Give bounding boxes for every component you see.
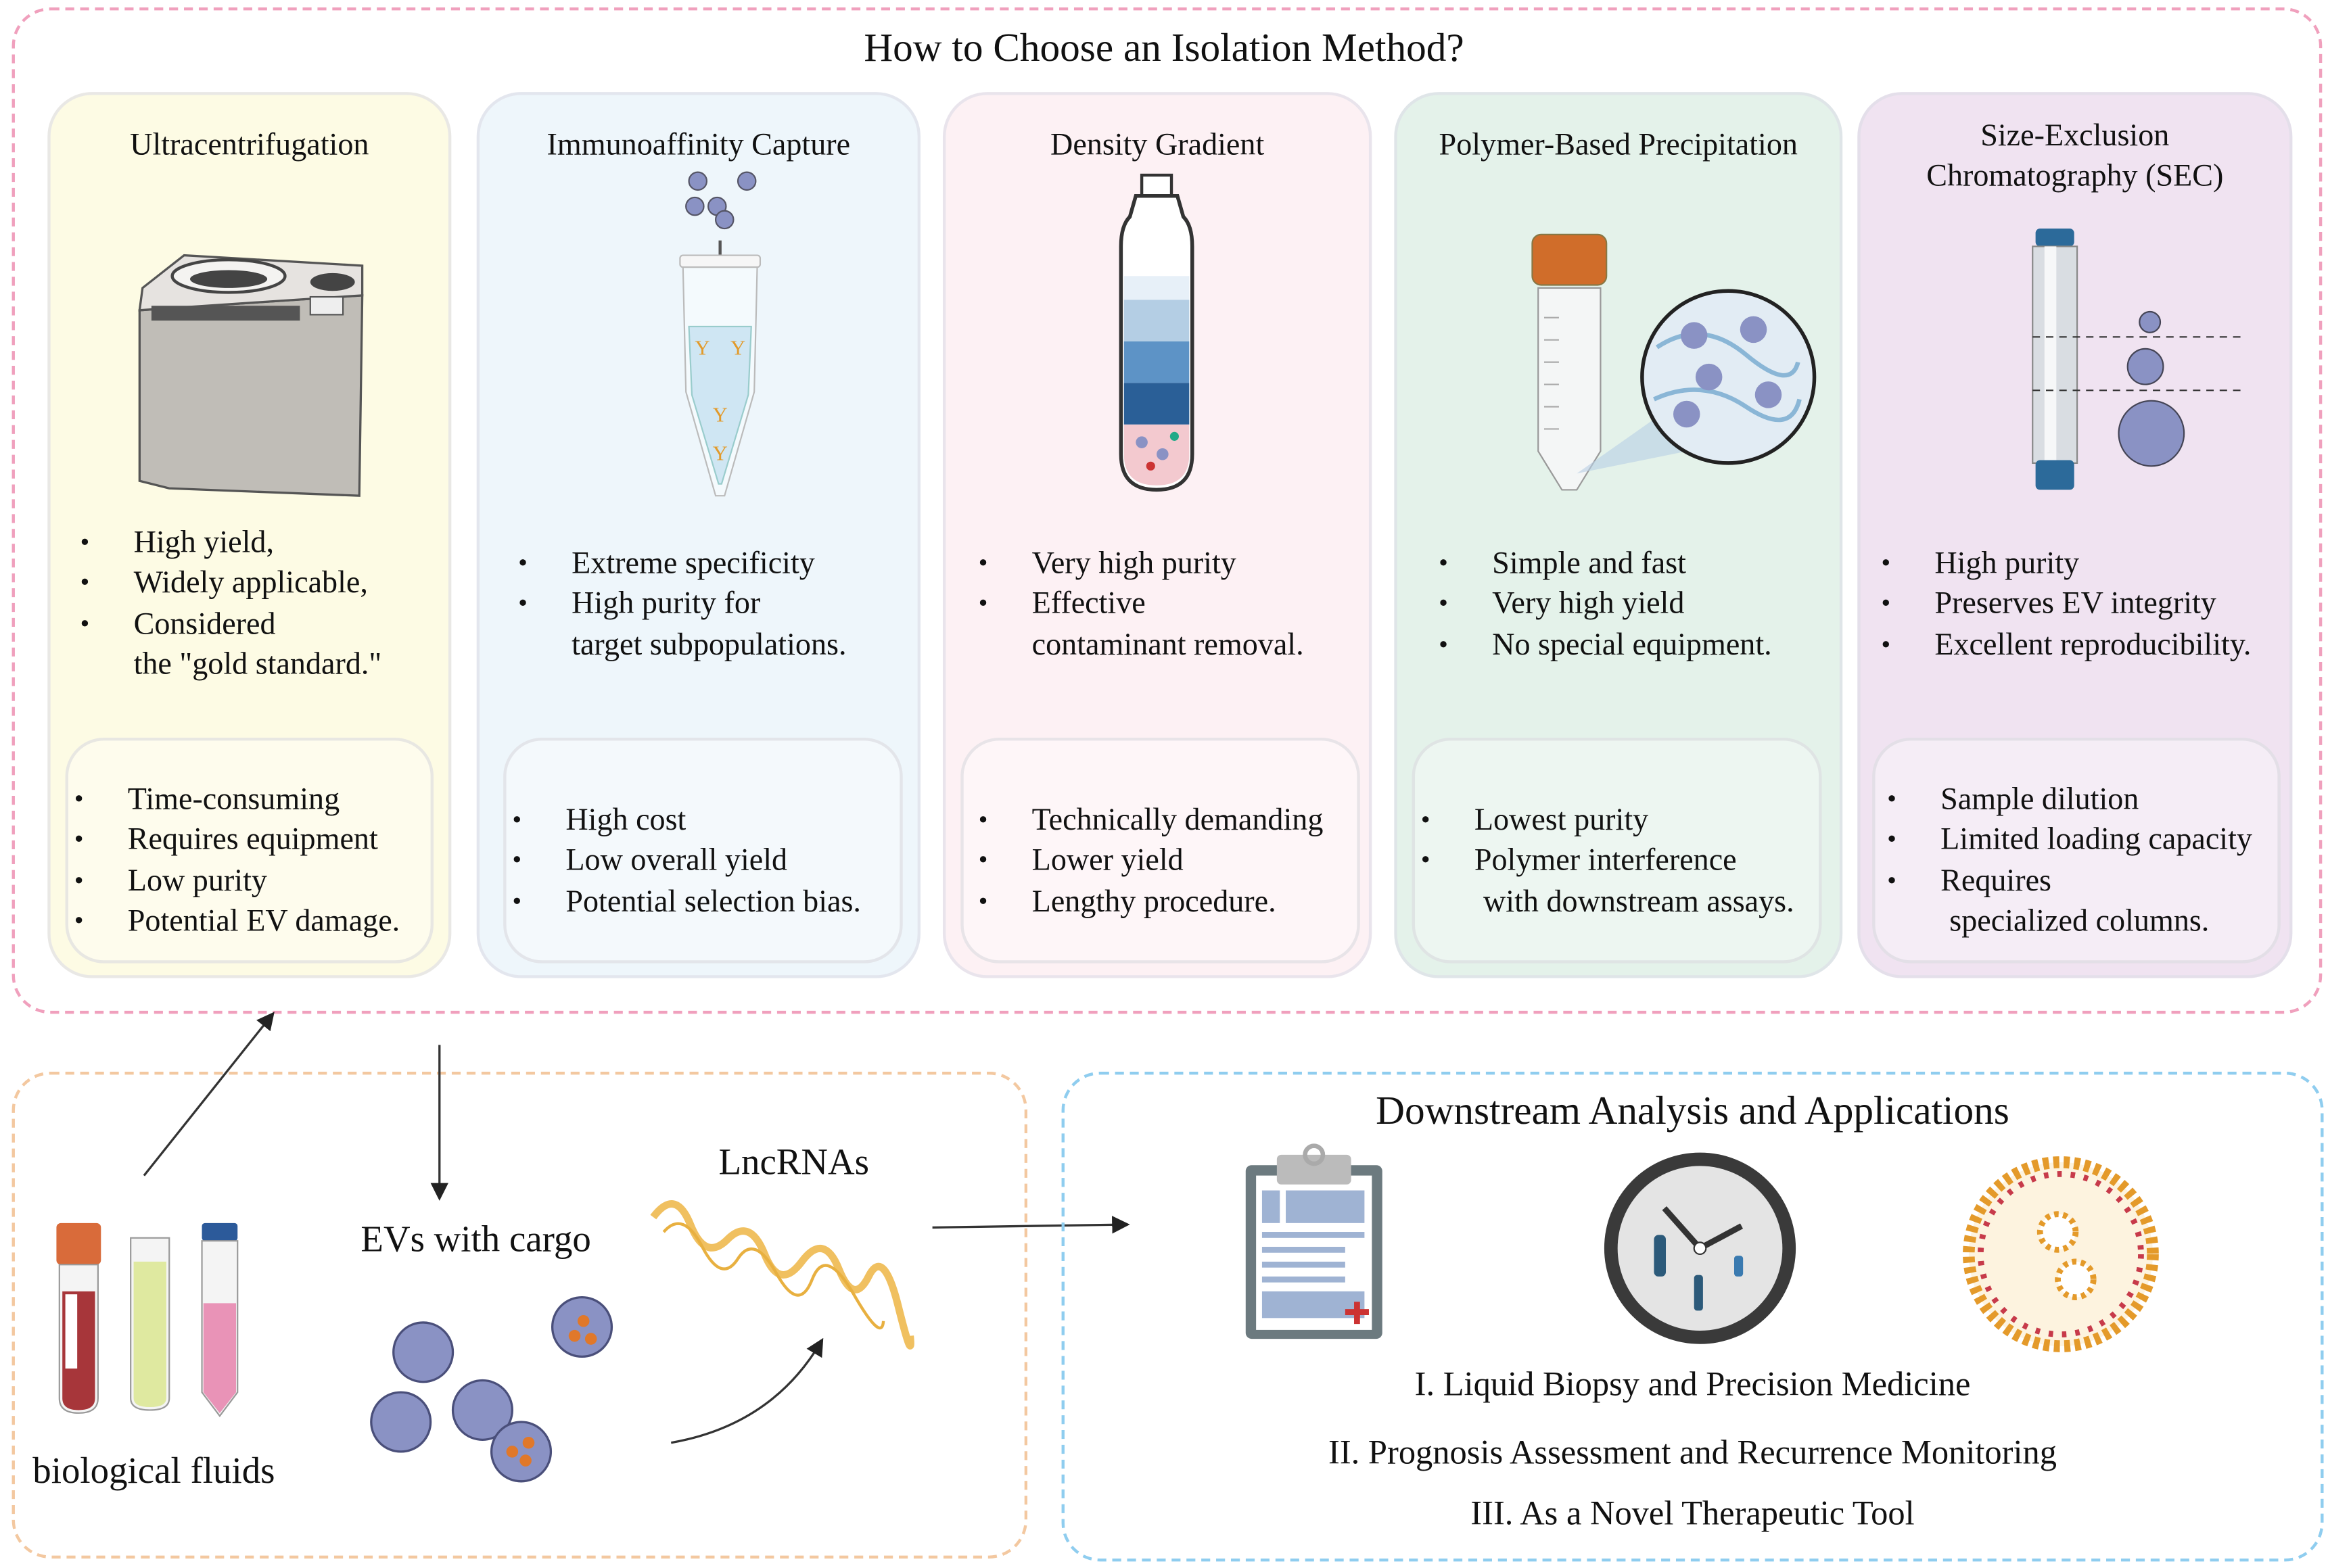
pros-list: Simple and fast Very high yield No speci… — [1439, 543, 1772, 665]
precipitation-tube-icon — [1531, 233, 1817, 491]
pro-item-continued: target subpopulations. — [518, 624, 846, 665]
downstream-title: Downstream Analysis and Applications — [1376, 1088, 2009, 1133]
lipid-nanoparticle-icon — [1963, 1156, 2159, 1352]
pro-item-text: target subpopulations. — [572, 625, 847, 662]
evs-label: EVs with cargo — [360, 1220, 591, 1260]
pro-item: Extreme specificity — [518, 543, 846, 584]
con-item: Limited loading capacity — [1887, 819, 2252, 861]
arrow-to-downstream — [932, 1216, 1130, 1234]
con-item-text: with downstream assays. — [1483, 882, 1794, 918]
arrow-to-isolation — [143, 1012, 275, 1177]
pro-item: High purity for — [518, 584, 846, 625]
svg-text:Y: Y — [695, 337, 709, 360]
cons-box: Technically demanding Lower yield Length… — [960, 738, 1360, 964]
pros-list: Extreme specificity High purity for targ… — [518, 543, 846, 665]
pro-item: the "gold standard." — [80, 644, 382, 684]
isolation-methods-panel — [11, 7, 2323, 1014]
cons-box: Time-consuming Requires equipment Low pu… — [65, 738, 434, 964]
con-item: Requires — [1887, 860, 2252, 901]
pros-list: Very high purity Effective contaminant r… — [979, 543, 1304, 665]
con-item: Lowest purity — [1421, 800, 1794, 841]
cons-box: Sample dilution Limited loading capacity… — [1872, 738, 2281, 964]
downstream-panel — [1061, 1071, 2324, 1562]
method-title: Ultracentrifugation — [130, 126, 369, 162]
application-item: I. Liquid Biopsy and Precision Medicine — [1414, 1365, 1971, 1403]
method-title: Size-Exclusion Chromatography (SEC) — [1861, 116, 2289, 196]
pro-item: High yield, — [80, 523, 382, 564]
pro-item-text: contaminant removal. — [1031, 625, 1304, 662]
pro-item: Effective — [979, 584, 1304, 625]
method-title-line: Size-Exclusion — [1980, 117, 2170, 153]
method-card-density-gradient: Density Gradient Very high purity Effect… — [942, 92, 1372, 978]
pro-item: Simple and fast — [1439, 543, 1772, 584]
method-card-immunoaffinity: Immunoaffinity Capture YY YY Extreme spe… — [476, 92, 921, 978]
svg-text:Y: Y — [730, 337, 745, 360]
pro-item: Preserves EV integrity — [1881, 584, 2251, 625]
ev-source-panel — [11, 1071, 1028, 1559]
con-item: High cost — [512, 800, 861, 841]
svg-text:Y: Y — [713, 442, 728, 465]
ev-vesicles-icon — [370, 1296, 613, 1483]
con-item: Requires equipment — [74, 819, 400, 861]
arrow-to-lncrna — [670, 1337, 824, 1444]
con-item: Low purity — [74, 860, 400, 901]
sec-column-icon — [2032, 229, 2243, 490]
application-item: II. Prognosis Assessment and Recurrence … — [1328, 1433, 2057, 1471]
method-card-ultracentrifugation: Ultracentrifugation High yield, Widely a… — [47, 92, 452, 978]
con-item-text: specialized columns. — [1949, 902, 2210, 939]
method-title: Polymer-Based Precipitation — [1439, 126, 1798, 162]
main-title: How to Choose an Isolation Method? — [864, 25, 1464, 70]
ultracentrifuge-icon — [138, 254, 364, 497]
method-title-line: Chromatography (SEC) — [1926, 157, 2224, 193]
con-item-continued: with downstream assays. — [1421, 881, 1794, 922]
pro-item: High purity — [1881, 543, 2251, 584]
method-title: Immunoaffinity Capture — [546, 126, 851, 162]
biological-fluid-tubes-icon — [56, 1222, 239, 1418]
con-item: Low overall yield — [512, 840, 861, 882]
lncrna-strand-icon — [650, 1200, 914, 1350]
con-item: Time-consuming — [74, 779, 400, 820]
con-item: Lengthy procedure. — [979, 881, 1324, 922]
con-item: Potential EV damage. — [74, 901, 400, 942]
method-card-sec: Size-Exclusion Chromatography (SEC) High… — [1857, 92, 2293, 978]
pro-item: Very high yield — [1439, 584, 1772, 625]
pro-item: No special equipment. — [1439, 624, 1772, 665]
con-item: Polymer interference — [1421, 840, 1794, 882]
lncrna-label: LncRNAs — [718, 1143, 870, 1183]
application-item: III. As a Novel Therapeutic Tool — [1470, 1494, 1915, 1532]
cons-box: High cost Low overall yield Potential se… — [503, 738, 903, 964]
pros-list: High purity Preserves EV integrity Excel… — [1881, 543, 2251, 665]
svg-text:Y: Y — [713, 403, 728, 426]
clipboard-report-icon — [1245, 1143, 1382, 1339]
pro-item: Considered — [80, 604, 382, 645]
flow-arrows — [143, 1012, 1130, 1444]
cons-box: Lowest purity Polymer interference with … — [1412, 738, 1822, 964]
pros-list: High yield, Widely applicable, Considere… — [80, 523, 382, 685]
biological-fluids-label: biological fluids — [32, 1451, 275, 1492]
method-card-polymer-precipitation: Polymer-Based Precipitation Simple and f… — [1394, 92, 1843, 978]
pro-item: Excellent reproducibility. — [1881, 624, 2251, 665]
con-item: Potential selection bias. — [512, 881, 861, 922]
con-item-continued: specialized columns. — [1887, 901, 2252, 941]
pro-item: Widely applicable, — [80, 563, 382, 604]
con-item: Sample dilution — [1887, 779, 2252, 820]
pro-item: Very high purity — [979, 543, 1304, 584]
gradient-tube-icon — [1119, 173, 1194, 492]
pro-item-continued: the "gold standard." — [133, 645, 382, 682]
con-item: Lower yield — [979, 840, 1324, 882]
clock-icon — [1604, 1152, 1796, 1344]
pro-item-continued: contaminant removal. — [979, 624, 1304, 665]
method-title: Density Gradient — [1050, 126, 1265, 162]
con-item: Technically demanding — [979, 800, 1324, 841]
